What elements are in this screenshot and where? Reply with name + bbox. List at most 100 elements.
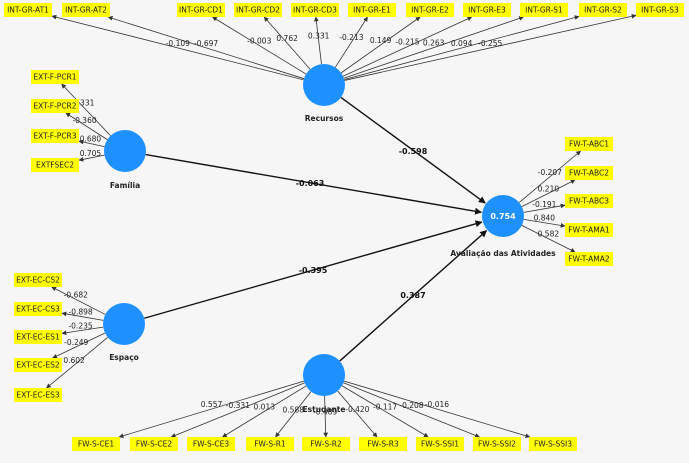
indicator-link-fw-s-r1 — [275, 391, 312, 438]
indicator-box — [31, 70, 79, 84]
indicator-label: INT-GR-S1 — [525, 6, 563, 15]
indicator-weight-fw-t-abc1: -0.207 — [538, 168, 562, 177]
indicator-box — [72, 437, 120, 451]
indicator-link-fw-s-r2 — [323, 395, 329, 438]
indicator-fw-s-r3[interactable]: FW-S-R3 — [359, 437, 407, 451]
indicator-label: EXT-F-PCR3 — [33, 132, 76, 141]
indicator-box — [565, 166, 613, 180]
indicator-weight-fw-s-ssi1: -0.117 — [373, 402, 397, 411]
indicator-int-gr-cd3[interactable]: INT-GR-CD3 — [291, 3, 339, 17]
path-coefficient-estudante: 0.387 — [400, 291, 425, 300]
latent-familia[interactable]: Família — [104, 130, 146, 190]
indicator-link-fw-t-ama2 — [521, 225, 576, 253]
indicator-fw-s-ce3[interactable]: FW-S-CE3 — [187, 437, 235, 451]
indicator-fw-s-r2[interactable]: FW-S-R2 — [302, 437, 350, 451]
indicator-box — [463, 3, 511, 17]
latent-espaco[interactable]: Espaço — [103, 303, 145, 362]
indicator-label: INT-GR-E2 — [411, 6, 449, 15]
indicator-ext-ec-cs3[interactable]: EXT-EC-CS3 — [14, 302, 62, 316]
indicator-int-gr-s2[interactable]: INT-GR-S2 — [579, 3, 627, 17]
indicator-label: EXT-EC-ES1 — [16, 333, 60, 342]
indicator-weight-fw-s-r2: -0.489 — [313, 407, 337, 416]
indicator-weight-int-gr-e3: -0.215 — [395, 38, 419, 47]
indicator-ext-f-pcr1[interactable]: EXT-F-PCR1 — [31, 70, 79, 84]
indicator-label: FW-S-R1 — [254, 440, 286, 449]
indicator-link-int-gr-e2 — [340, 16, 421, 74]
indicator-label: EXT-F-PCR1 — [33, 73, 76, 82]
indicator-fw-s-ssi1[interactable]: FW-S-SSI1 — [416, 437, 464, 451]
indicator-box — [62, 3, 110, 17]
indicator-fw-s-ssi2[interactable]: FW-S-SSI2 — [473, 437, 521, 451]
indicator-link-ext-ec-cs2 — [51, 286, 106, 315]
indicator-int-gr-s3[interactable]: INT-GR-S3 — [636, 3, 684, 17]
indicator-weight-fw-t-ama2: 0.582 — [538, 230, 560, 239]
indicator-box — [565, 252, 613, 266]
indicator-ext-ec-es2[interactable]: EXT-EC-ES2 — [14, 358, 62, 372]
indicator-link-fw-s-ssi3 — [343, 380, 531, 439]
latent-name: Família — [110, 181, 140, 190]
indicator-box — [565, 137, 613, 151]
indicator-int-gr-e1[interactable]: INT-GR-E1 — [348, 3, 396, 17]
indicator-label: INT-GR-AT1 — [7, 6, 49, 15]
indicator-fw-s-ce2[interactable]: FW-S-CE2 — [130, 437, 178, 451]
indicator-ext-f-pcr2[interactable]: EXT-F-PCR2 — [31, 99, 79, 113]
indicator-label: INT-GR-CD1 — [179, 6, 223, 15]
indicator-fw-t-ama2[interactable]: FW-T-AMA2 — [565, 252, 613, 266]
indicator-weight-int-gr-cd2: 0.762 — [276, 34, 298, 43]
latent-name: Estudante — [303, 405, 346, 414]
indicator-label: INT-GR-AT2 — [65, 6, 107, 15]
indicator-link-fw-t-ama1 — [523, 218, 566, 228]
indicator-fw-t-abc3[interactable]: FW-T-ABC3 — [565, 194, 613, 208]
indicator-weight-ext-f-pcr2: -0.360 — [72, 116, 96, 125]
latent-circle — [303, 354, 345, 396]
indicator-weight-ext-ec-cs3: -0.898 — [68, 307, 92, 316]
indicator-fw-t-abc1[interactable]: FW-T-ABC1 — [565, 137, 613, 151]
indicator-link-extfsec2 — [78, 154, 105, 162]
indicator-weight-ext-ec-es3: 0.602 — [63, 356, 85, 365]
indicator-label: INT-GR-CD3 — [293, 6, 337, 15]
indicator-fw-s-ce1[interactable]: FW-S-CE1 — [72, 437, 120, 451]
indicator-int-gr-at2[interactable]: INT-GR-AT2 — [62, 3, 110, 17]
indicator-extfsec2[interactable]: EXTFSEC2 — [31, 158, 79, 172]
latent-estudante[interactable]: Estudante — [303, 354, 346, 414]
indicator-box — [636, 3, 684, 17]
indicator-weight-int-gr-s3: -0.255 — [478, 39, 502, 48]
indicator-link-ext-ec-es2 — [52, 332, 106, 359]
indicator-int-gr-e3[interactable]: INT-GR-E3 — [463, 3, 511, 17]
indicator-int-gr-e2[interactable]: INT-GR-E2 — [406, 3, 454, 17]
latent-recursos[interactable]: Recursos — [303, 64, 345, 123]
indicator-box — [291, 3, 339, 17]
indicator-link-fw-s-ssi2 — [343, 382, 480, 438]
path-coefficient-familia: -0.063 — [296, 179, 325, 188]
indicator-label: INT-GR-CD2 — [236, 6, 280, 15]
indicator-label: EXT-EC-ES2 — [16, 361, 60, 370]
indicator-weight-fw-t-abc3: -0.191 — [532, 200, 556, 209]
indicator-box — [579, 3, 627, 17]
indicator-box — [565, 223, 613, 237]
indicator-ext-ec-cs2[interactable]: EXT-EC-CS2 — [14, 273, 62, 287]
indicator-fw-s-r1[interactable]: FW-S-R1 — [246, 437, 294, 451]
indicator-weight-fw-s-ce2: -0.331 — [226, 401, 250, 410]
indicator-weight-int-gr-s1: 0.263 — [423, 39, 445, 48]
indicator-weight-int-gr-cd1: -0.003 — [247, 37, 271, 46]
indicator-box — [31, 99, 79, 113]
indicator-fw-t-ama1[interactable]: FW-T-AMA1 — [565, 223, 613, 237]
indicator-ext-ec-es3[interactable]: EXT-EC-ES3 — [14, 388, 62, 402]
latent-name: Espaço — [109, 353, 139, 362]
indicator-ext-ec-es1[interactable]: EXT-EC-ES1 — [14, 330, 62, 344]
indicator-int-gr-cd1[interactable]: INT-GR-CD1 — [177, 3, 225, 17]
indicator-box — [14, 358, 62, 372]
indicator-int-gr-cd2[interactable]: INT-GR-CD2 — [234, 3, 282, 17]
indicator-link-int-gr-at1 — [51, 14, 304, 81]
indicator-int-gr-at1[interactable]: INT-GR-AT1 — [4, 3, 52, 17]
indicator-link-int-gr-s1 — [343, 16, 524, 79]
indicator-fw-s-ssi3[interactable]: FW-S-SSI3 — [529, 437, 577, 451]
indicator-int-gr-s1[interactable]: INT-GR-S1 — [520, 3, 568, 17]
indicator-ext-f-pcr3[interactable]: EXT-F-PCR3 — [31, 129, 79, 143]
path-coefficient-espaco: -0.395 — [299, 266, 328, 275]
indicator-link-fw-s-ce1 — [118, 380, 305, 439]
indicator-box — [14, 388, 62, 402]
indicator-fw-t-abc2[interactable]: FW-T-ABC2 — [565, 166, 613, 180]
